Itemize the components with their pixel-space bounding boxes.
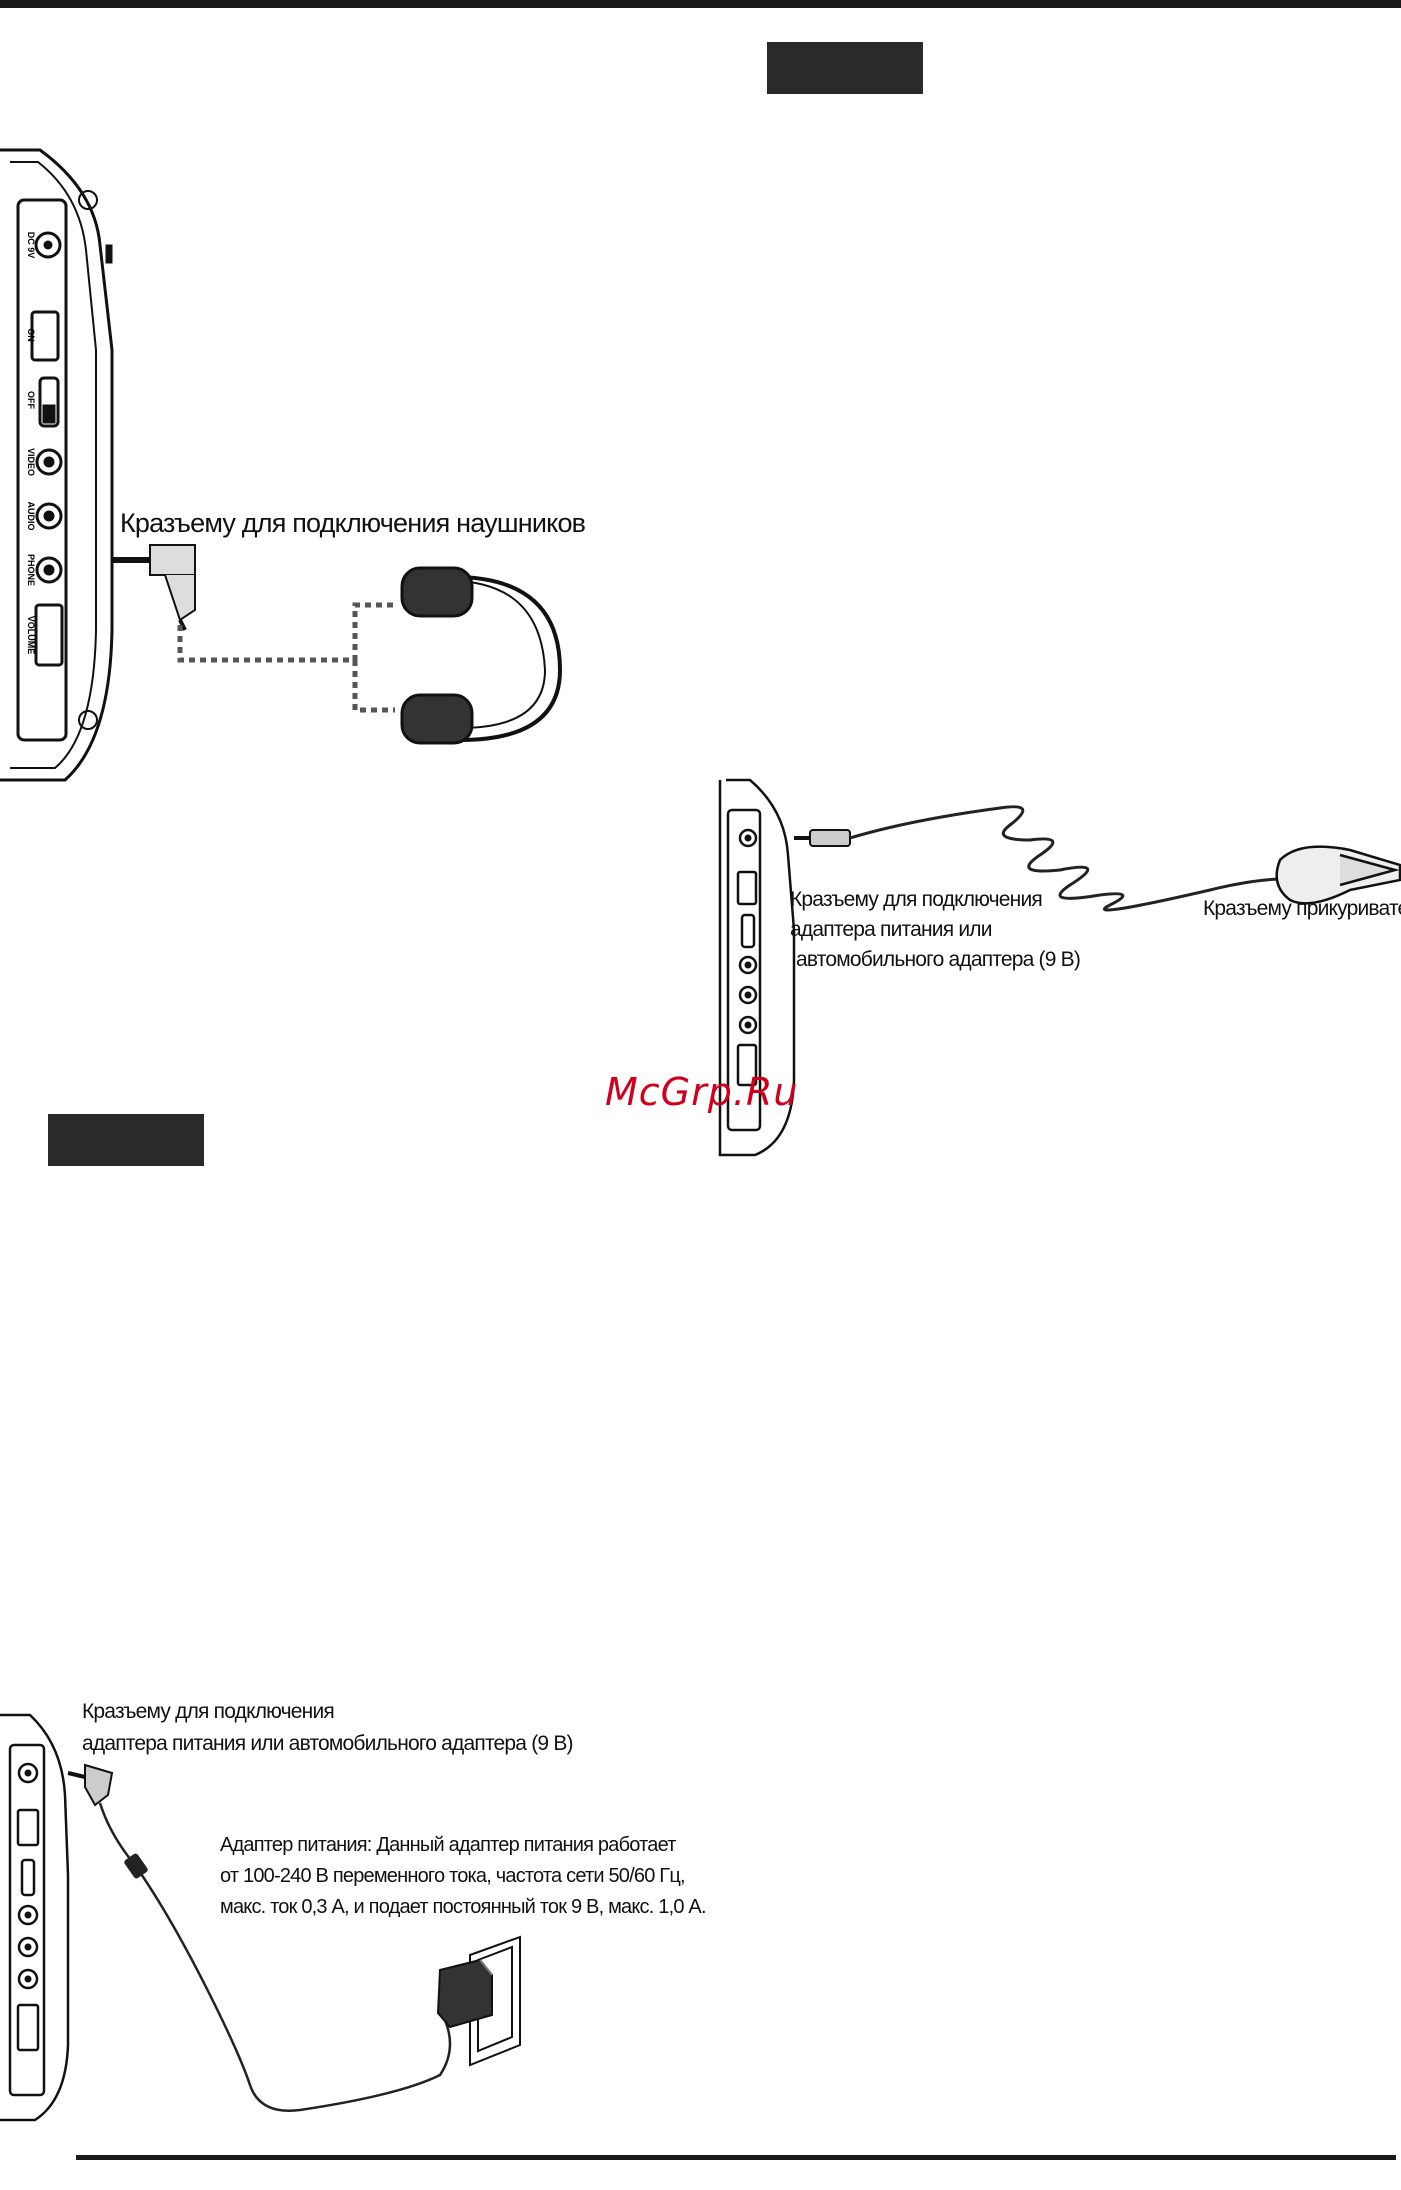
panel-label: VIDEO	[26, 448, 36, 476]
player-side-panel-small	[0, 1713, 70, 2122]
panel-label: DC 9V	[26, 232, 36, 259]
caption-line: адаптера питания или	[790, 918, 992, 941]
section-tab-left	[48, 1114, 204, 1166]
headphones-caption: Кразъему для подключения наушников	[120, 508, 586, 538]
caption-line: макс. ток 0,3 А, и подает постоянный ток…	[220, 1896, 707, 1918]
ac-adapter-figure	[0, 1713, 521, 2122]
ac-adapter-plug	[67, 1763, 114, 1807]
caption-line: автомобильного адаптера (9 В)	[796, 948, 1081, 971]
section-tab-right	[767, 42, 923, 94]
car-adapter-cable	[849, 805, 1311, 912]
caption-line: Кразъему для подключения	[790, 888, 1043, 911]
headphone-cable	[177, 602, 395, 713]
ac-adapter-device-caption: Кразъему для подключения адаптера питани…	[82, 1700, 574, 1756]
bottom-rule	[76, 2155, 1396, 2160]
caption-line: от 100-240 В переменного тока, частота с…	[220, 1865, 686, 1887]
caption-line: Кразъему для подключения	[82, 1700, 335, 1723]
headphone-plug	[112, 544, 196, 631]
panel-label: VOLUME	[26, 616, 36, 655]
car-adapter-plug	[794, 829, 851, 847]
caption-line: адаптера питания или автомобильного адап…	[82, 1732, 574, 1755]
power-adapter-icon	[436, 1958, 493, 2029]
panel-label: PHONE	[26, 554, 36, 586]
ac-adapter-spec-caption: Адаптер питания: Данный адаптер питания …	[220, 1830, 707, 1923]
caption-line: Адаптер питания: Данный адаптер питания …	[220, 1834, 676, 1856]
headphones-figure: DC 9V ON OFF VIDEO AUDIO PHONE VOLUME	[0, 148, 563, 782]
player-side-panel	[0, 148, 114, 782]
panel-label: AUDIO	[26, 502, 36, 531]
top-rule	[0, 0, 1401, 8]
car-adapter-device-caption: Кразъему для подключения адаптера питани…	[790, 888, 1081, 972]
player-side-panel-small	[718, 778, 796, 1157]
car-adapter-figure	[718, 778, 1401, 1157]
panel-label: OFF	[26, 391, 36, 409]
lighter-plug-icon	[1275, 845, 1401, 905]
watermark: McGrp.Ru	[605, 1070, 799, 1114]
lighter-caption: Кразъему прикуривателя	[1203, 897, 1401, 920]
headphones-icon	[400, 566, 563, 745]
panel-label: ON	[26, 328, 36, 342]
